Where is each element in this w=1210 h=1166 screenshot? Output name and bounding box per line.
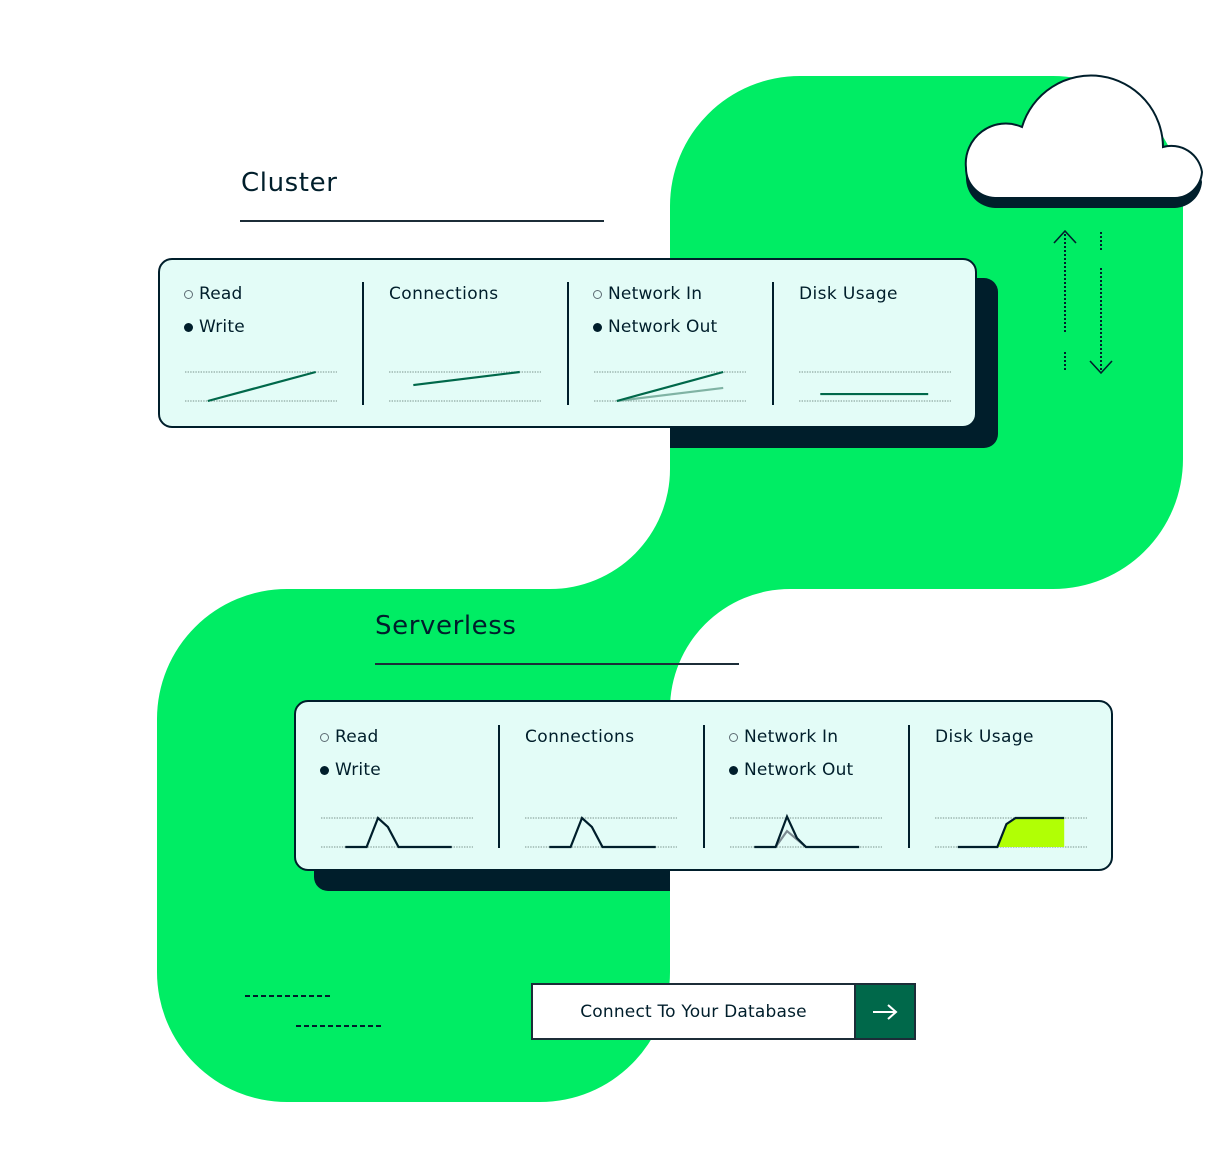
panel-title: Connections xyxy=(389,284,499,304)
connect-database-button[interactable]: Connect To Your Database xyxy=(531,983,916,1040)
connections-sparkline xyxy=(525,816,677,849)
panel-title: Disk Usage xyxy=(935,727,1034,747)
legend-label: Network Out xyxy=(744,760,854,780)
arrow-down-icon xyxy=(1089,232,1113,375)
arrow-up-icon xyxy=(1053,229,1077,370)
filled-dot-icon xyxy=(593,322,602,332)
read-write-sparkline xyxy=(185,370,337,403)
network-panel: Network In Network Out xyxy=(703,702,909,869)
cluster-title-underline xyxy=(240,220,604,222)
panel-divider xyxy=(703,725,705,848)
cloud-icon xyxy=(964,74,1204,208)
legend-item-network-out: Network Out xyxy=(729,759,853,781)
connections-panel: Connections xyxy=(498,702,704,869)
legend-label: Read xyxy=(199,284,243,304)
legend-item-write: Write xyxy=(184,316,245,338)
cluster-metrics-card: Read Write Connections Network In Networ… xyxy=(158,258,977,428)
network-sparkline xyxy=(730,813,882,849)
connect-database-label: Connect To Your Database xyxy=(580,1001,807,1022)
panel-divider xyxy=(567,282,569,405)
panel-divider xyxy=(772,282,774,405)
arrow-right-glyph xyxy=(873,1003,898,1020)
panel-divider xyxy=(908,725,910,848)
legend-item-read: Read xyxy=(320,726,379,748)
filled-dot-icon xyxy=(184,322,193,332)
series-line-connections xyxy=(413,370,520,387)
cluster-title: Cluster xyxy=(241,168,338,198)
serverless-title: Serverless xyxy=(375,611,517,641)
hollow-dot-icon xyxy=(593,289,602,299)
series-line-connections xyxy=(549,816,656,849)
network-panel: Network In Network Out xyxy=(567,260,773,426)
read-write-panel: Read Write xyxy=(296,702,500,869)
hollow-dot-icon xyxy=(320,732,329,742)
panel-title: Disk Usage xyxy=(799,284,898,304)
legend-label: Network In xyxy=(744,727,839,747)
hollow-dot-icon xyxy=(729,732,738,742)
legend-item-read: Read xyxy=(184,283,243,305)
legend-item-network-in: Network In xyxy=(729,726,838,748)
disk-usage-sparkline xyxy=(935,816,1087,849)
series-line-write xyxy=(207,370,317,403)
filled-dot-icon xyxy=(729,765,738,775)
serverless-metrics-card: Read Write Connections Network In Networ… xyxy=(294,700,1113,871)
connections-panel: Connections xyxy=(362,260,568,426)
legend-label: Write xyxy=(335,760,381,780)
legend-item-network-out: Network Out xyxy=(593,316,717,338)
series-area-disk-usage xyxy=(997,818,1065,847)
legend-label: Network In xyxy=(608,284,703,304)
serverless-title-underline xyxy=(375,663,739,665)
green-s-shape xyxy=(157,76,1183,1102)
series-line-network-out xyxy=(754,813,860,849)
connections-sparkline xyxy=(389,370,541,402)
disk-usage-sparkline xyxy=(799,371,951,402)
series-line-disk-usage xyxy=(957,816,1065,849)
panel-divider xyxy=(362,282,364,405)
arrow-right-icon[interactable] xyxy=(854,985,914,1038)
legend-item-network-in: Network In xyxy=(593,283,702,305)
disk-usage-panel: Disk Usage xyxy=(772,260,978,426)
series-line-write xyxy=(345,816,452,849)
filled-dot-icon xyxy=(320,765,329,775)
series-line-network-in xyxy=(616,386,724,403)
panel-title: Connections xyxy=(525,727,635,747)
legend-item-write: Write xyxy=(320,759,381,781)
legend-label: Read xyxy=(335,727,379,747)
hollow-dot-icon xyxy=(184,289,193,299)
disk-usage-panel: Disk Usage xyxy=(908,702,1114,869)
legend-label: Write xyxy=(199,317,245,337)
panel-divider xyxy=(498,725,500,848)
series-line-network-out xyxy=(616,370,724,403)
legend-label: Network Out xyxy=(608,317,718,337)
network-sparkline xyxy=(594,370,746,403)
read-write-sparkline xyxy=(321,816,473,849)
read-write-panel: Read Write xyxy=(160,260,364,426)
